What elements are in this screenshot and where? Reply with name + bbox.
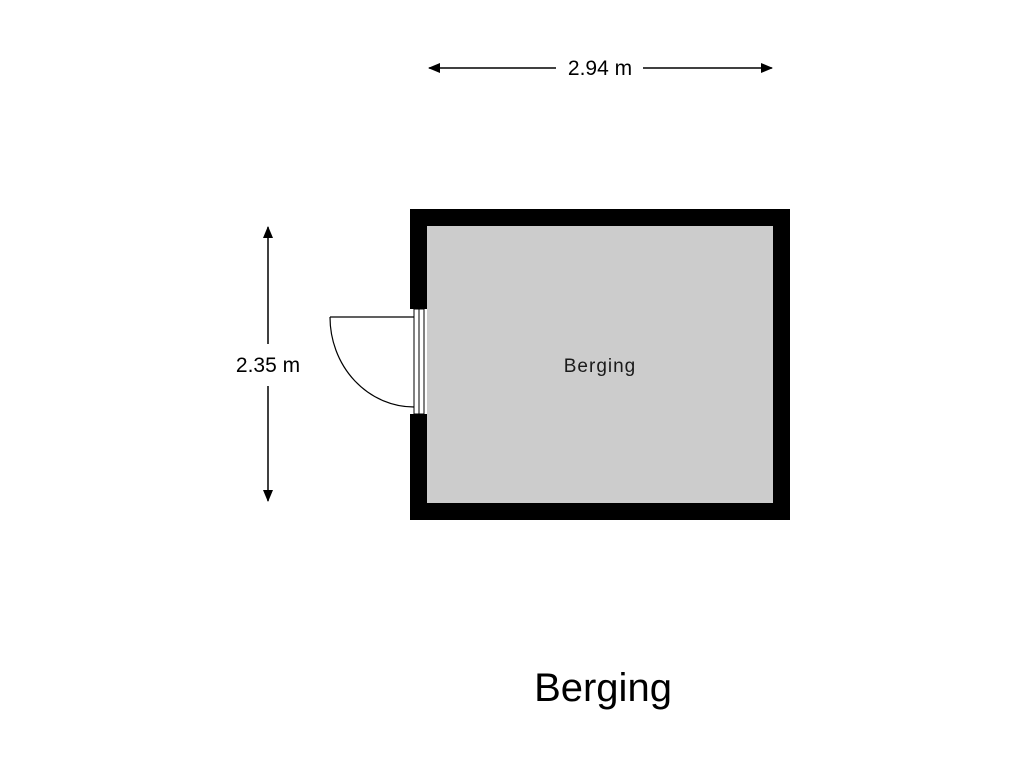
width-dimension-label: 2.94 m [568, 57, 632, 80]
wall-top [410, 209, 790, 226]
wall-right [773, 209, 790, 520]
door [329, 308, 425, 415]
height-dimension: 2.35 m [236, 226, 300, 502]
height-dimension-label: 2.35 m [236, 354, 300, 377]
walls [410, 209, 790, 520]
door-swing-arc [329, 316, 415, 408]
room-floor [427, 226, 773, 503]
wall-bottom [410, 503, 790, 520]
room-label: Berging [564, 356, 637, 377]
wall-left-lower [410, 414, 427, 520]
width-dimension: 2.94 m [428, 57, 773, 80]
floorplan-title: Berging [534, 666, 672, 710]
wall-left-upper [410, 209, 427, 309]
